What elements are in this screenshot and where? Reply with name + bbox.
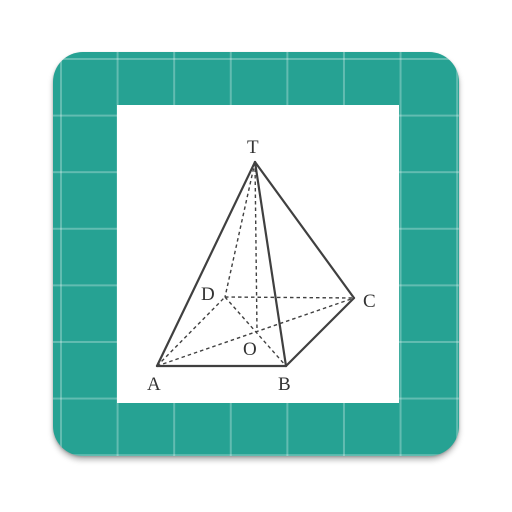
- vertex-label-B: B: [278, 374, 291, 395]
- edge-TO-height-hidden: [254, 161, 258, 332]
- edge-TA: [155, 160, 257, 368]
- edge-TD-hidden: [224, 161, 256, 298]
- edge-BC: [284, 296, 356, 368]
- edge-TB: [253, 160, 288, 368]
- edge-AD-hidden: [156, 296, 226, 367]
- app-icon[interactable]: T D C O A B: [53, 52, 459, 456]
- vertex-label-O: O: [243, 339, 257, 360]
- edge-DC-hidden: [224, 296, 355, 299]
- vertex-label-D: D: [201, 284, 215, 305]
- pyramid-diagram: T D C O A B: [147, 137, 376, 395]
- diagram-paper: T D C O A B: [117, 105, 399, 403]
- vertex-label-A: A: [147, 374, 161, 395]
- edge-DB-diagonal-hidden: [224, 296, 287, 367]
- vertex-label-C: C: [363, 291, 376, 312]
- vertex-label-T: T: [247, 137, 259, 158]
- edge-TC: [253, 160, 356, 300]
